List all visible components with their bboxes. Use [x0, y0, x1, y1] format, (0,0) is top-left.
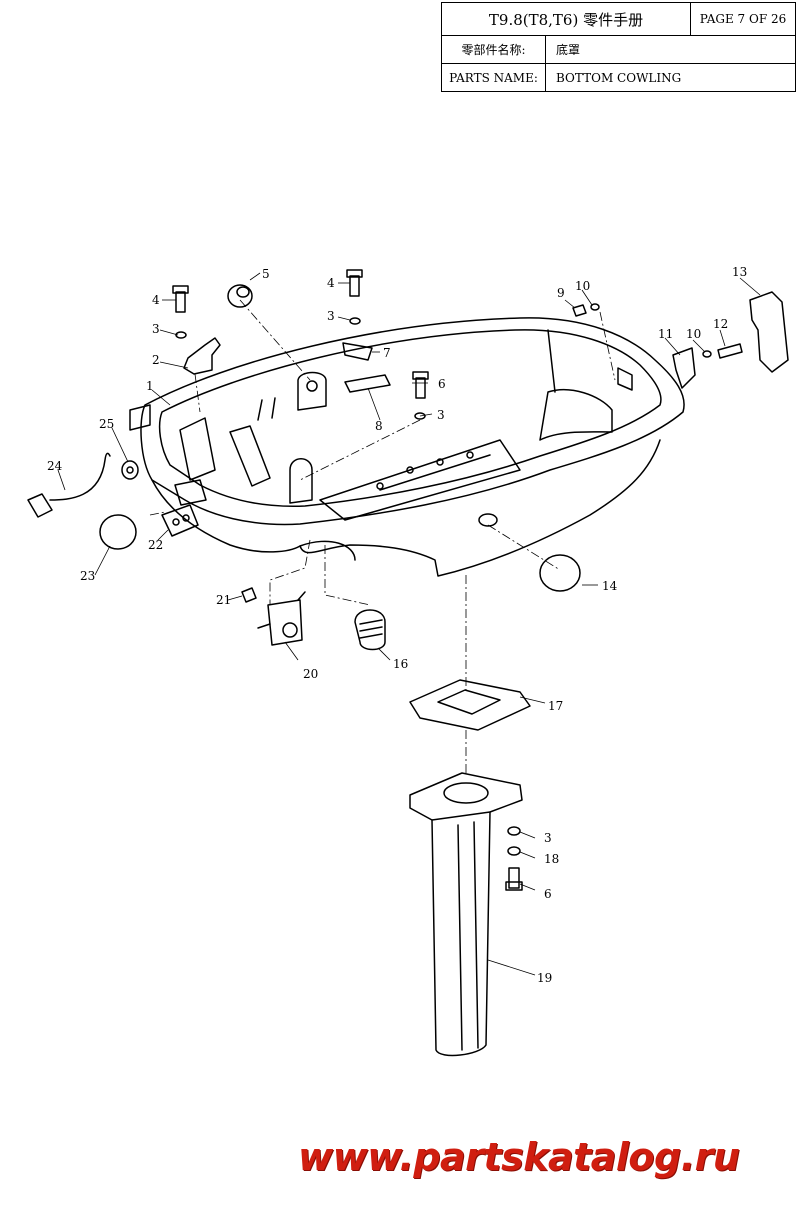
- callout-3c: 3: [437, 408, 445, 422]
- lock-lever-assembly: [672, 291, 789, 389]
- leader-lines: [57, 272, 761, 976]
- callout-5: 5: [262, 267, 270, 281]
- callout-1: 1: [146, 379, 154, 393]
- callout-3a: 3: [152, 322, 160, 336]
- fuel-connector-and-drain: [241, 587, 386, 651]
- callout-17: 17: [548, 699, 563, 713]
- bottom-cowling-shape: [129, 317, 685, 577]
- callout-25: 25: [99, 417, 114, 431]
- callout-6b: 6: [544, 887, 552, 901]
- callout-16: 16: [393, 657, 408, 671]
- gasket: [409, 679, 531, 731]
- callout-14: 14: [602, 579, 618, 593]
- callout-19: 19: [537, 971, 552, 985]
- callout-labels: 1 2 3 3 3 3 4 4 5 6 6 7 8 9 10 10 11 12 …: [47, 265, 747, 985]
- callout-13: 13: [732, 265, 747, 279]
- callout-20: 20: [303, 667, 318, 681]
- part-name-en-value: BOTTOM COWLING: [556, 70, 682, 85]
- fasteners-top: [172, 269, 600, 420]
- callout-6a: 6: [438, 377, 446, 391]
- callout-11: 11: [658, 327, 673, 341]
- callout-4b: 4: [327, 276, 335, 290]
- callout-10b: 10: [686, 327, 701, 341]
- callout-21: 21: [216, 593, 231, 607]
- callout-12: 12: [713, 317, 728, 331]
- callout-2: 2: [152, 353, 160, 367]
- callout-3b: 3: [327, 309, 335, 323]
- callout-8: 8: [375, 419, 383, 433]
- callout-22: 22: [148, 538, 163, 552]
- grommets-and-plugs: [27, 452, 581, 592]
- part-name-cn-value: 底罩: [556, 43, 581, 57]
- part-name-cn-label: 零部件名称:: [442, 36, 546, 63]
- watermark-text: www.partskatalog.ru: [298, 1135, 740, 1179]
- page-number: PAGE 7 OF 26: [699, 12, 787, 26]
- part-name-en-row: PARTS NAME: BOTTOM COWLING: [442, 64, 795, 91]
- callout-3d: 3: [544, 831, 552, 845]
- callout-10a: 10: [575, 279, 590, 293]
- callout-9: 9: [557, 286, 565, 300]
- callout-7: 7: [383, 346, 391, 360]
- title-block: T9.8(T8,T6) 零件手册 PAGE 7 OF 26 零部件名称: 底罩 …: [441, 2, 796, 92]
- callout-18: 18: [544, 852, 559, 866]
- callout-24: 24: [47, 459, 63, 473]
- part-name-cn-row: 零部件名称: 底罩: [442, 36, 795, 64]
- part-name-en-label: PARTS NAME:: [442, 64, 546, 91]
- drive-shaft-housing: [409, 772, 523, 1057]
- title-row: T9.8(T8,T6) 零件手册 PAGE 7 OF 26: [442, 3, 795, 36]
- callout-23: 23: [80, 569, 95, 583]
- callout-4a: 4: [152, 293, 160, 307]
- manual-title: T9.8(T8,T6) 零件手册: [442, 3, 691, 35]
